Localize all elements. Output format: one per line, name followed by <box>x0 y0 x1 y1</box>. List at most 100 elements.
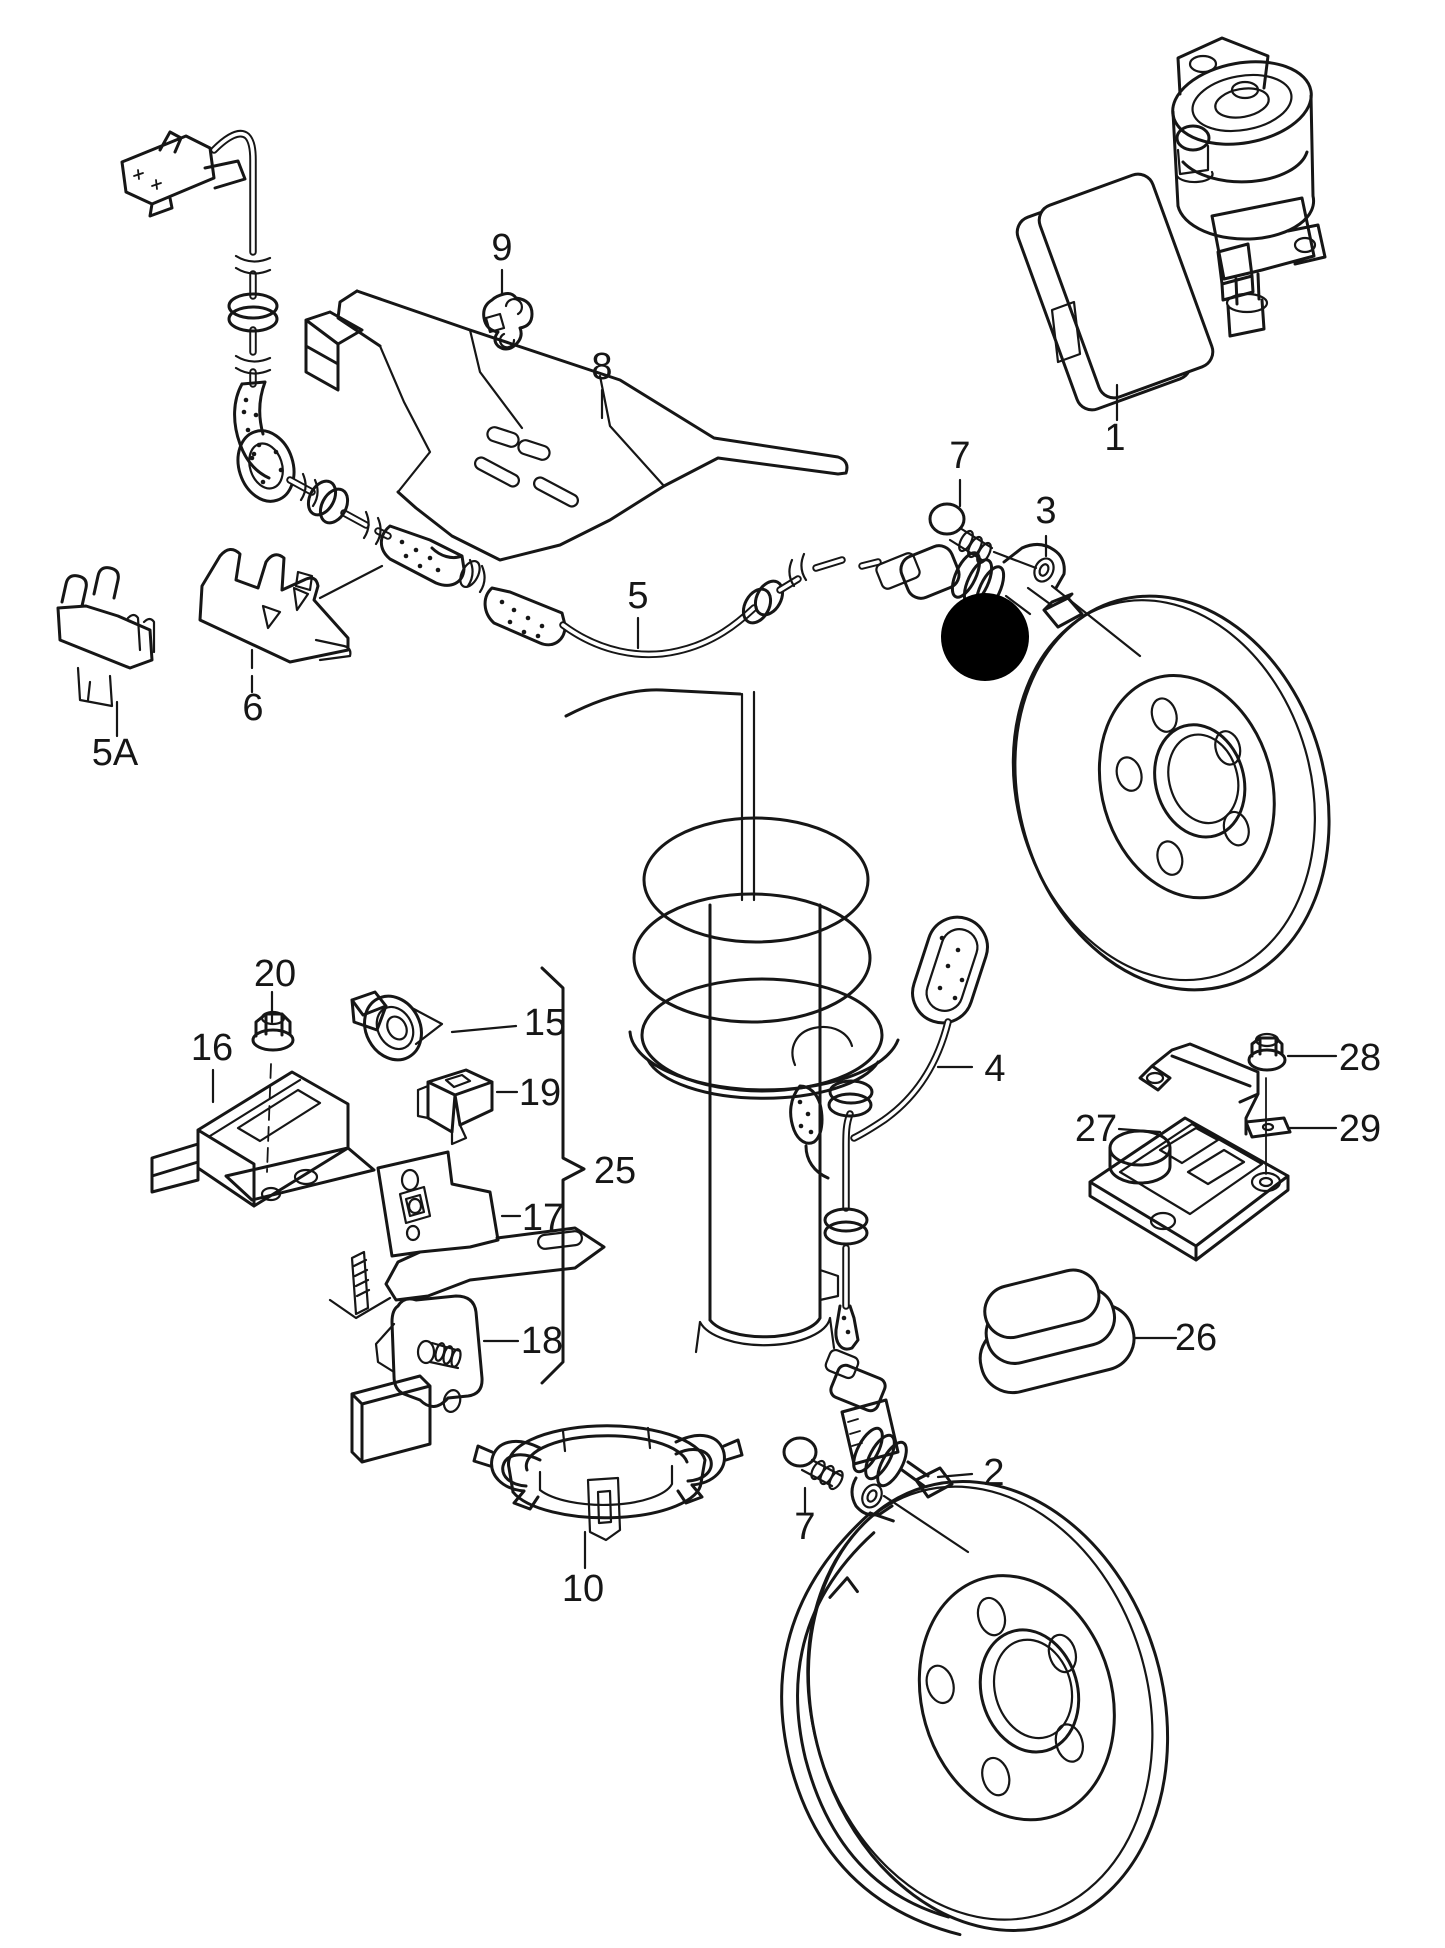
callout-8-guide-arm: 8 <box>591 346 612 388</box>
center-bore-inner <box>992 1638 1074 1740</box>
grommet <box>741 587 773 625</box>
spring-coil <box>632 892 872 1024</box>
control-module <box>1037 172 1215 400</box>
rear-sensor-harness <box>789 915 989 1413</box>
stud-hole <box>981 1756 1011 1797</box>
retainer-clamp-10 <box>472 1424 744 1542</box>
sensor-body <box>1004 586 1052 616</box>
left-hook <box>472 1440 542 1511</box>
callout-10-retainer-clamp: 10 <box>562 1568 604 1610</box>
mount-bracket <box>1176 36 1270 96</box>
callout-labels: 1 7 3 9 8 5 6 5A 4 20 16 15 19 25 17 18 … <box>92 227 1381 1610</box>
oval-hole <box>442 1389 462 1413</box>
cable-core <box>778 558 880 592</box>
left-stub <box>150 1142 200 1194</box>
left-wing <box>374 1322 396 1374</box>
port-hole <box>1293 236 1317 254</box>
stud-hole <box>1150 697 1178 733</box>
hub-face <box>1097 674 1276 900</box>
speckles <box>797 935 965 1335</box>
base-hole <box>260 1186 282 1202</box>
spring-coil <box>642 816 870 944</box>
bolt-head <box>928 502 966 536</box>
grommet <box>753 579 785 617</box>
mount-bracket <box>840 1398 900 1466</box>
arm-peg <box>474 456 520 488</box>
arm-outline <box>355 289 849 562</box>
sensor-tip <box>1042 592 1084 629</box>
callout-17-bracket-plate: 17 <box>522 1197 564 1239</box>
clip-9 <box>482 292 534 351</box>
washer-hole <box>1261 1122 1275 1132</box>
cap-top <box>983 1268 1101 1340</box>
callout-5-front-harness: 5 <box>627 575 648 617</box>
front-brake-disc <box>1011 594 1331 992</box>
taper-boot <box>834 1304 860 1351</box>
rear-wheel-speed-sensor <box>840 1398 954 1517</box>
right-hook <box>674 1434 744 1505</box>
band-seams <box>538 1426 674 1507</box>
callout-7-rear-bolt: 7 <box>794 1506 815 1548</box>
callout-26-cap: 26 <box>1175 1317 1217 1359</box>
hook-arc <box>791 1025 854 1067</box>
arm-left-end <box>304 289 382 392</box>
plate-hole <box>400 1168 420 1192</box>
bracket-16 <box>150 1070 376 1208</box>
center-bore-inner <box>1167 733 1240 825</box>
spring-end <box>564 688 742 718</box>
retainer-5a <box>56 566 156 708</box>
callout-16-bracket: 16 <box>191 1027 233 1069</box>
sensor-ring <box>864 1433 896 1481</box>
bracket-details <box>261 570 352 662</box>
strut-collar <box>694 1268 840 1354</box>
cable-break-marks <box>234 254 808 594</box>
foot <box>1250 1171 1282 1193</box>
grommet <box>306 479 338 517</box>
flange-hole-inner <box>866 1489 878 1503</box>
sensor-plug <box>899 544 961 600</box>
strut-rod <box>740 690 756 902</box>
callout-25-group: 25 <box>594 1150 636 1192</box>
lower-box <box>350 1374 432 1464</box>
callout-6-bracket: 6 <box>242 687 263 729</box>
center-tab <box>586 1476 622 1542</box>
callout-19-clip: 19 <box>519 1072 561 1114</box>
left-strip <box>328 1250 392 1320</box>
hub-face <box>917 1574 1116 1822</box>
nut-hex <box>1250 1036 1284 1058</box>
callout-18-bracket: 18 <box>521 1320 563 1362</box>
bolt-head <box>782 1436 818 1468</box>
plate-hole <box>405 1224 421 1242</box>
bolt-front <box>928 502 994 565</box>
bracket-6 <box>198 548 352 664</box>
flange-hole-inner <box>1038 563 1050 577</box>
group-brace-25 <box>540 966 586 1385</box>
flat-connector <box>911 915 989 1025</box>
base-plate <box>1088 1116 1290 1262</box>
stud-head <box>416 1339 436 1365</box>
funnel-outer <box>363 994 423 1062</box>
line-art <box>56 36 1338 1937</box>
rear-brake-disc <box>780 1480 1170 1937</box>
sensor-plug-collar <box>875 552 921 590</box>
strut-body <box>708 903 822 1339</box>
arm-slot <box>486 426 520 448</box>
stud-hole <box>1156 840 1184 876</box>
bracket-slot <box>208 1078 322 1143</box>
valve-block <box>1210 196 1327 338</box>
callout-20-nut: 20 <box>254 953 296 995</box>
callout-4-rear-harness: 4 <box>984 1048 1005 1090</box>
disc-rim <box>806 1485 1154 1921</box>
callout-3-front-sensor: 3 <box>1035 490 1056 532</box>
upper-plate <box>376 1150 500 1258</box>
center-bore <box>1153 723 1247 839</box>
hat-profile <box>780 1511 962 1937</box>
speckles <box>241 397 545 639</box>
stud-hole <box>1222 810 1250 847</box>
clip-slot <box>416 1073 472 1146</box>
bolt-rear <box>782 1436 844 1491</box>
pump-cap-inner <box>1191 73 1293 133</box>
knob-side <box>1108 1146 1172 1185</box>
spring-seat <box>628 1030 900 1100</box>
